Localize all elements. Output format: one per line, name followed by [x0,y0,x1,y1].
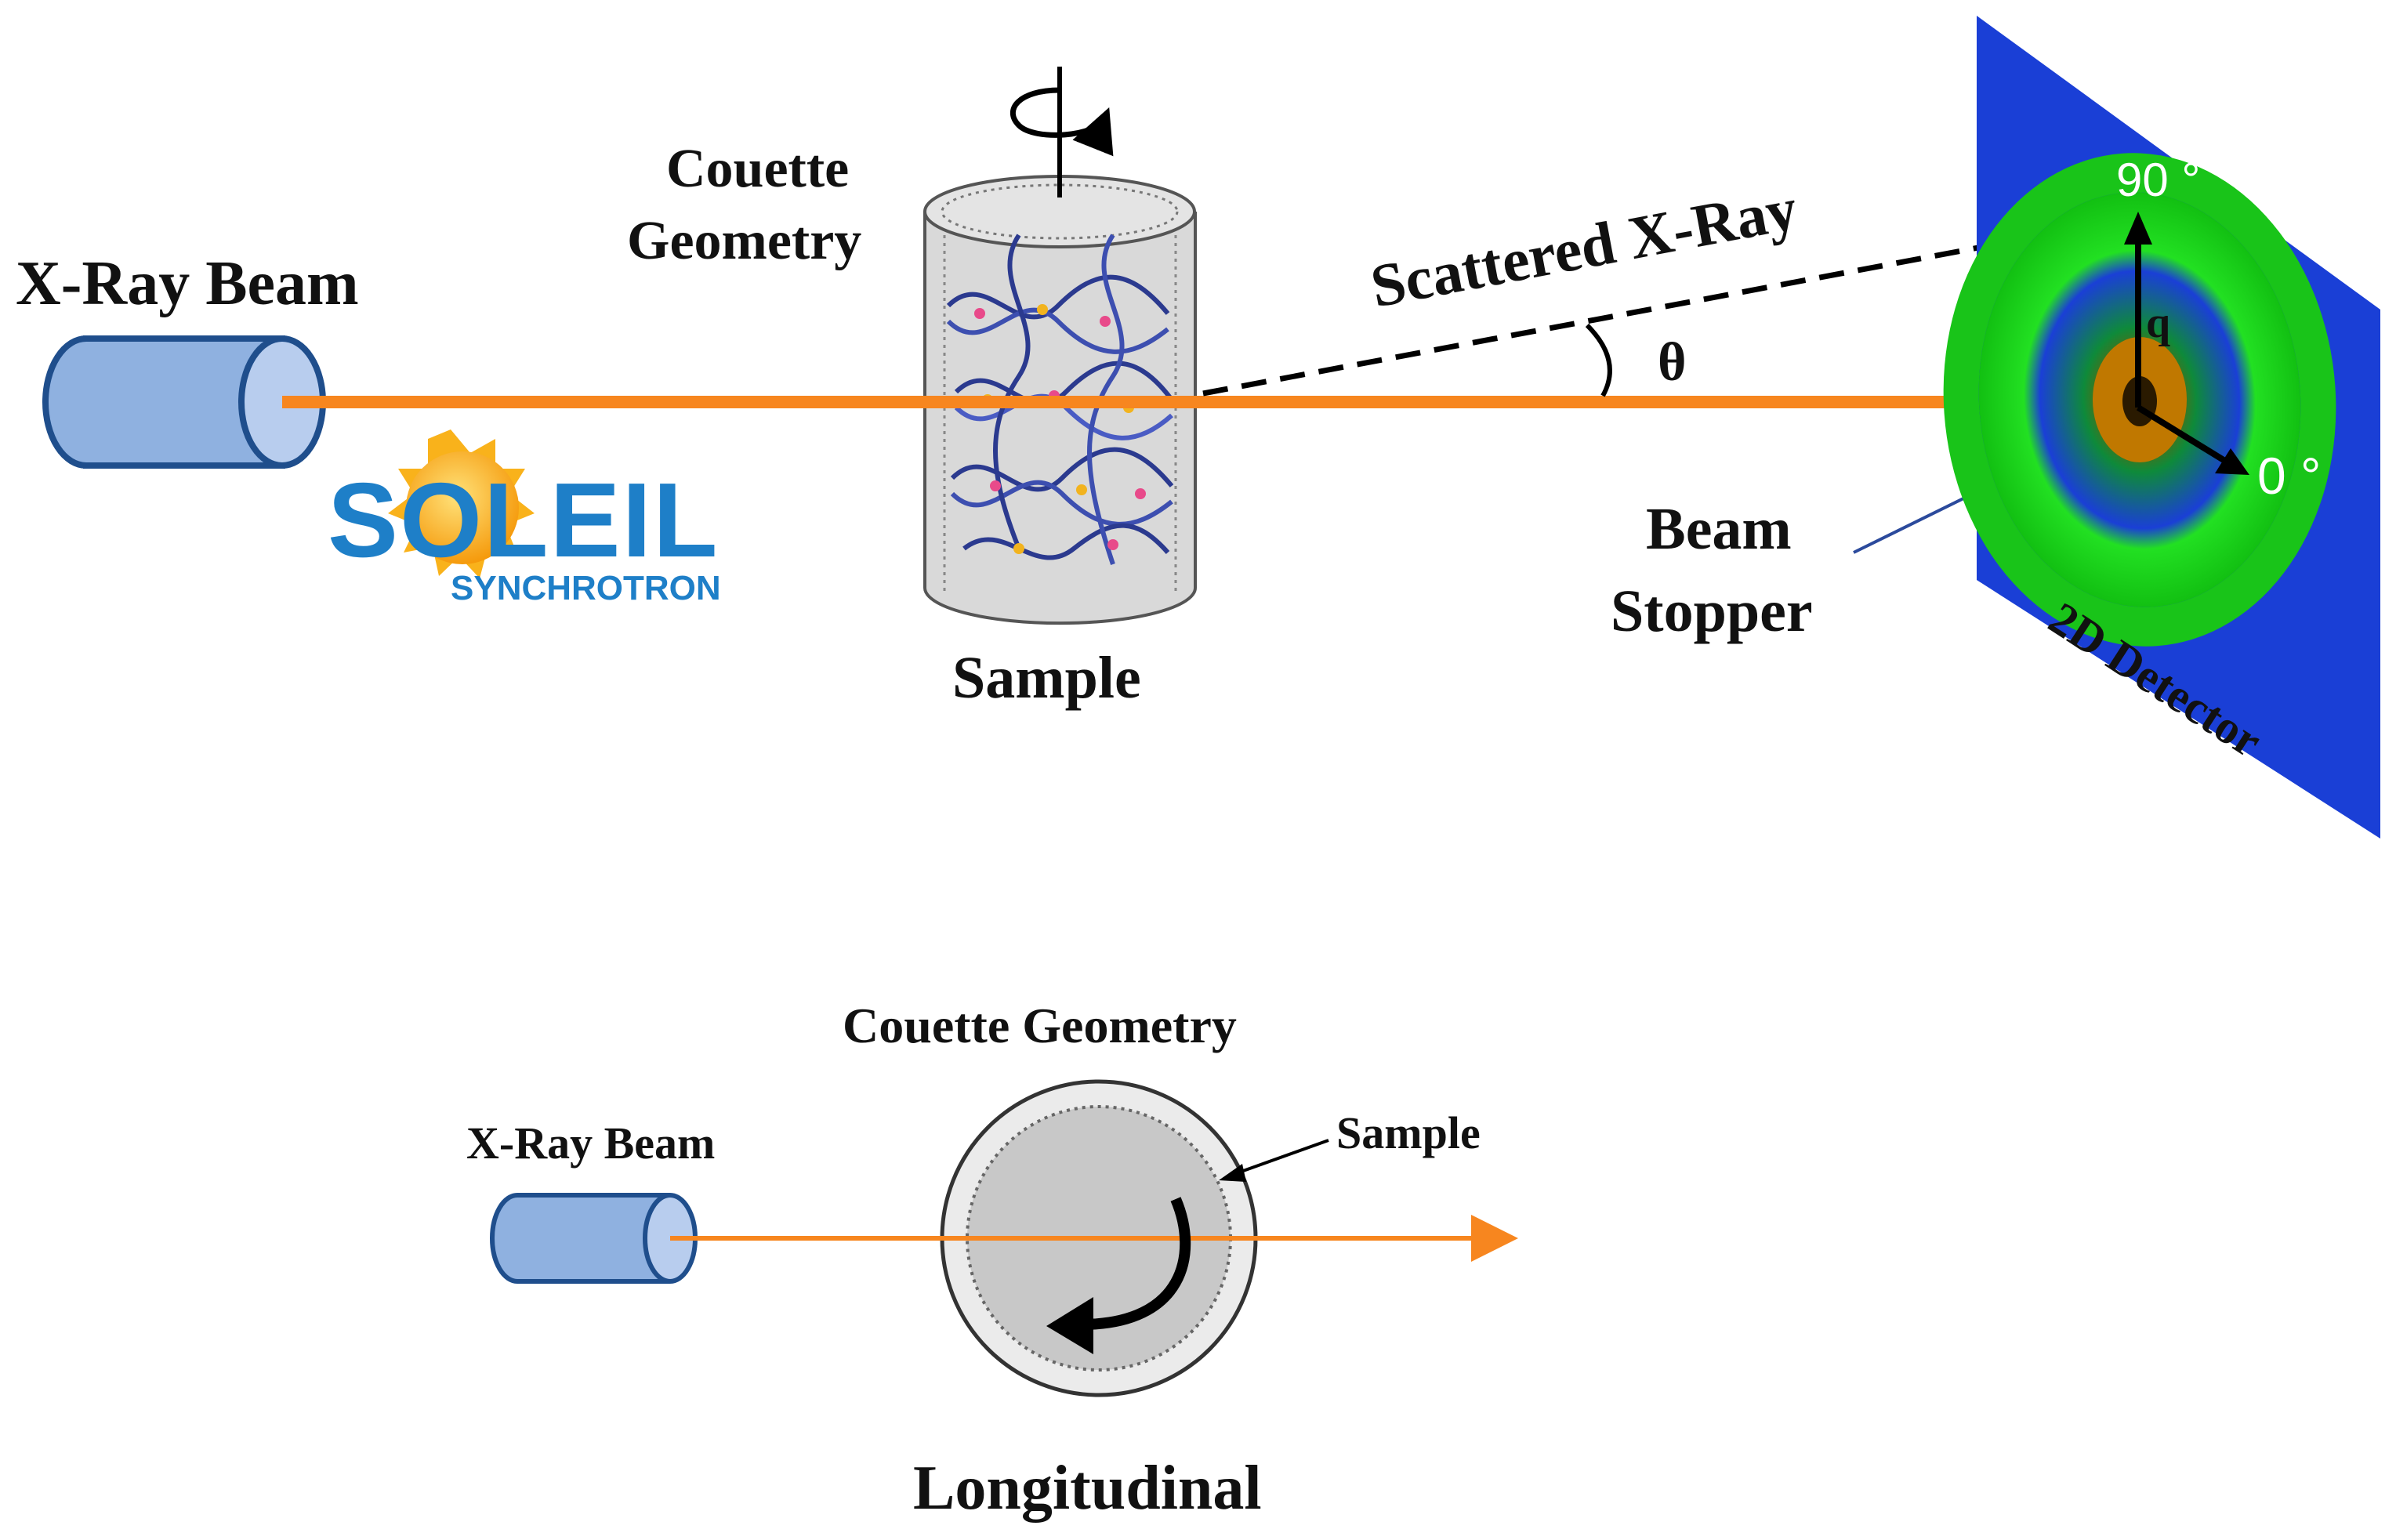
bottom-couette-geometry-label: Couette Geometry [843,998,1237,1053]
bottom-xray-beam-label: X-Ray Beam [466,1118,715,1169]
dna-strands [946,234,1174,565]
beam-stopper-label-1: Beam [1646,496,1792,562]
xray-source-tube [42,335,326,469]
sun-icon [388,429,535,578]
bottom-sample-arrowhead-icon [1219,1164,1246,1182]
bottom-xray-source-tube [490,1193,698,1284]
bottom-sample-pointer [1234,1139,1329,1176]
beam-stopper-label-2: Stopper [1611,578,1813,644]
scattered-xray-label: Scattered X-Ray [1365,174,1803,321]
rotation-arrow-icon [1010,87,1114,157]
bottom-sample-label: Sample [1336,1107,1481,1158]
angle-90-label: 90 ° [2116,154,2200,206]
sample-label: Sample [952,645,1141,711]
logo-subword: SYNCHROTRON [451,569,721,607]
zero-degree-axis [2136,404,2230,466]
theta-arc [1585,323,1612,397]
logo-word: SOLEIL [328,461,720,579]
rotation-axis [1010,67,1114,197]
longitudinal-label: Longitudinal [913,1454,1262,1523]
rotation-direction-icon [1081,1197,1191,1330]
theta-label: θ [1658,332,1687,393]
couette-geometry-label-1: Couette [666,139,849,199]
soleil-synchrotron-logo: SOLEIL SYNCHROTRON [328,429,721,607]
couette-geometry-label-2: Geometry [627,211,861,271]
rotation-direction-arrowhead-icon [1046,1297,1093,1354]
detector-panel [1943,16,2380,839]
angle-0-label: 0 ° [2257,447,2321,505]
zero-degree-arrowhead-icon [2215,448,2249,475]
q-up-arrowhead-icon [2124,212,2152,245]
q-label: q [2146,299,2170,347]
xray-beam-label: X-Ray Beam [16,249,359,318]
